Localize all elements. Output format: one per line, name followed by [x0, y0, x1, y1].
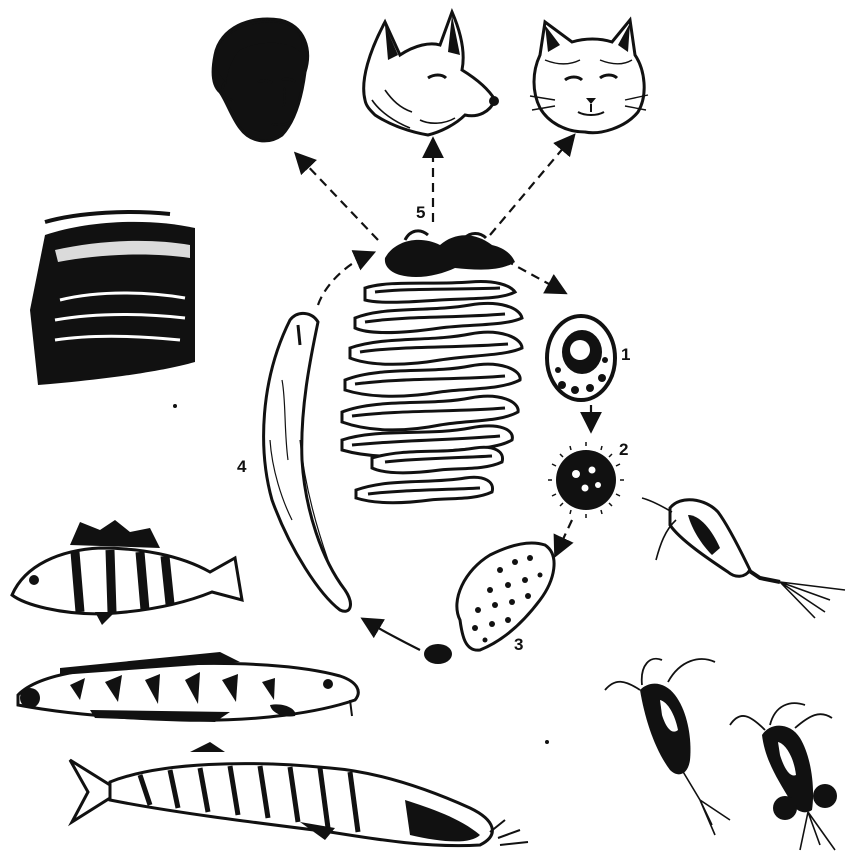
- copepod-icon: [605, 659, 730, 835]
- stage-label-5: 5: [416, 203, 425, 222]
- arrows-to-definitive-hosts: [300, 140, 570, 240]
- stage-label-4: 4: [237, 457, 247, 476]
- copepod-icon: [730, 703, 837, 850]
- arrow-coracidium-to-procercoid: [558, 520, 572, 550]
- ink-speck: [545, 740, 549, 744]
- human-head-icon: [213, 19, 307, 141]
- coracidium-icon: [548, 442, 624, 518]
- pike-fish-icon: [70, 742, 528, 846]
- fish-fillet-icon: [30, 212, 195, 385]
- arrow-plerocercoid-to-adult: [318, 255, 368, 305]
- procercoid-icon: [424, 543, 554, 664]
- adult-tapeworm-icon: [342, 231, 522, 503]
- stage-label-1: 1: [621, 345, 630, 364]
- burbot-fish-icon: [18, 652, 358, 722]
- cat-head-icon: [530, 20, 648, 133]
- dog-head-icon: [364, 12, 499, 135]
- perch-fish-icon: [12, 520, 242, 625]
- arrow-procercoid-to-plerocercoid: [368, 622, 420, 650]
- copepod-icon: [642, 498, 845, 618]
- plerocercoid-icon: [264, 313, 351, 611]
- stage-label-2: 2: [619, 440, 628, 459]
- ink-speck: [173, 404, 177, 408]
- stage-label-3: 3: [514, 635, 523, 654]
